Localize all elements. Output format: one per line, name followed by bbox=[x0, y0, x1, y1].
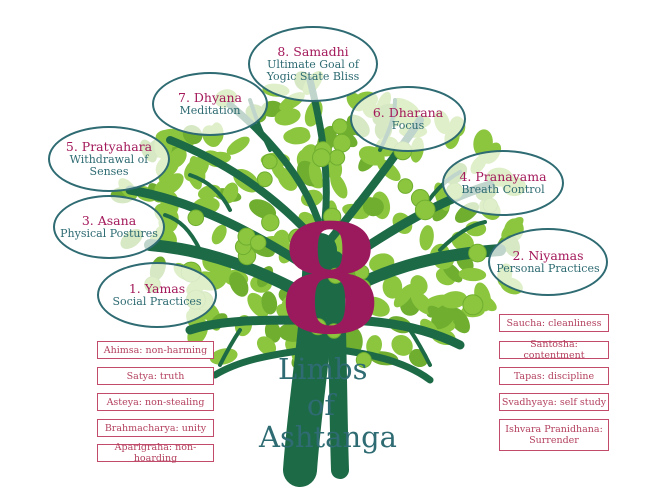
fruit bbox=[187, 209, 205, 227]
leaf bbox=[419, 225, 434, 251]
limb-niyamas: 2. Niyamas Personal Practices bbox=[488, 228, 608, 296]
leaf bbox=[226, 136, 250, 155]
fruit bbox=[256, 171, 273, 188]
leaf bbox=[473, 129, 493, 157]
fruit bbox=[355, 352, 372, 368]
limb-description: Withdrawal of Senses bbox=[69, 152, 149, 178]
yama-item: Aparigraha: non-hoarding bbox=[97, 442, 214, 464]
limb-title: 5. Pratyahara bbox=[65, 138, 153, 154]
center-title-line-1: Limbs bbox=[278, 352, 368, 386]
leaf bbox=[382, 275, 403, 299]
leaf bbox=[308, 160, 323, 188]
leaf bbox=[440, 291, 468, 309]
limb-samadhi: 8. Samadhi Ultimate Goal of Yogic State … bbox=[248, 26, 378, 102]
fruit bbox=[414, 199, 436, 221]
fruit bbox=[327, 267, 344, 284]
yama-item: Brahmacharya: unity bbox=[97, 419, 214, 437]
limb-title: 7. Dhyana bbox=[178, 89, 242, 105]
niyama-item: Ishvara Pranidhana: Surrender bbox=[499, 419, 609, 451]
limb-title: 8. Samadhi bbox=[277, 43, 349, 59]
niyama-item: Saucha: cleanliness bbox=[499, 314, 609, 332]
fruit bbox=[355, 279, 371, 295]
niyama-item: Tapas: discipline bbox=[499, 367, 609, 385]
leaf bbox=[264, 320, 281, 343]
leaf bbox=[283, 128, 311, 145]
limb-description: Personal Practices bbox=[496, 261, 600, 275]
leaf bbox=[358, 146, 385, 166]
fruit bbox=[261, 213, 280, 232]
fruit bbox=[309, 318, 327, 336]
fruit bbox=[323, 207, 342, 226]
fruit bbox=[261, 153, 278, 170]
leaf bbox=[393, 283, 415, 308]
fruit bbox=[397, 178, 414, 194]
yama-item: Satya: truth bbox=[97, 367, 214, 385]
limb-description: Ultimate Goal of Yogic State Bliss bbox=[266, 57, 360, 83]
fruit bbox=[329, 149, 346, 166]
limb-description: Breath Control bbox=[461, 182, 545, 196]
yama-item: Asteya: non-stealing bbox=[97, 393, 214, 411]
leaf bbox=[458, 267, 487, 282]
center-title-line-2: of bbox=[306, 388, 336, 422]
limb-yamas: 1. Yamas Social Practices bbox=[97, 262, 217, 328]
leaf bbox=[366, 335, 382, 356]
limb-title: 4. Pranayama bbox=[459, 168, 547, 184]
fruit bbox=[332, 133, 352, 153]
leaf bbox=[427, 305, 450, 326]
niyama-item: Svadhyaya: self study bbox=[499, 393, 609, 411]
fruit bbox=[462, 294, 484, 316]
limb-pranayama: 4. Pranayama Breath Control bbox=[442, 150, 564, 216]
limb-dhyana: 7. Dhyana Meditation bbox=[152, 72, 268, 136]
leaf bbox=[256, 336, 277, 356]
center-numeral: 8 bbox=[278, 192, 383, 368]
leaf bbox=[410, 275, 428, 295]
leaf bbox=[222, 182, 239, 204]
center-title-line-3: Ashtanga bbox=[259, 420, 397, 454]
limb-pratyahara: 5. Pratyahara Withdrawal of Senses bbox=[48, 126, 170, 192]
limb-description: Physical Postures bbox=[60, 226, 158, 240]
limb-title: 6. Dharana bbox=[372, 104, 444, 120]
leaf bbox=[274, 108, 301, 126]
limb-title: 1. Yamas bbox=[128, 280, 186, 296]
fruit bbox=[312, 148, 331, 168]
fruit bbox=[468, 243, 487, 263]
limb-title: 2. Niyamas bbox=[512, 247, 584, 263]
leaf bbox=[229, 271, 249, 297]
fruit bbox=[331, 118, 348, 135]
limb-description: Social Practices bbox=[112, 294, 202, 308]
leaf bbox=[391, 334, 413, 356]
fruit bbox=[288, 228, 306, 247]
yama-item: Ahimsa: non-harming bbox=[97, 341, 214, 359]
leaf bbox=[410, 291, 434, 315]
limb-title: 3. Asana bbox=[81, 212, 137, 228]
leaf bbox=[362, 197, 384, 217]
niyama-item: Santosha: contentment bbox=[499, 339, 609, 361]
limb-description: Focus bbox=[391, 118, 425, 132]
leaf bbox=[211, 224, 227, 245]
leaf bbox=[363, 296, 390, 317]
fruit bbox=[326, 323, 342, 339]
limb-dharana: 6. Dharana Focus bbox=[350, 86, 466, 152]
fruit bbox=[348, 237, 369, 258]
leaf bbox=[343, 326, 363, 355]
leaf bbox=[261, 291, 278, 315]
fruit bbox=[250, 234, 267, 252]
limb-description: Meditation bbox=[179, 103, 241, 117]
limb-asana: 3. Asana Physical Postures bbox=[53, 195, 165, 259]
